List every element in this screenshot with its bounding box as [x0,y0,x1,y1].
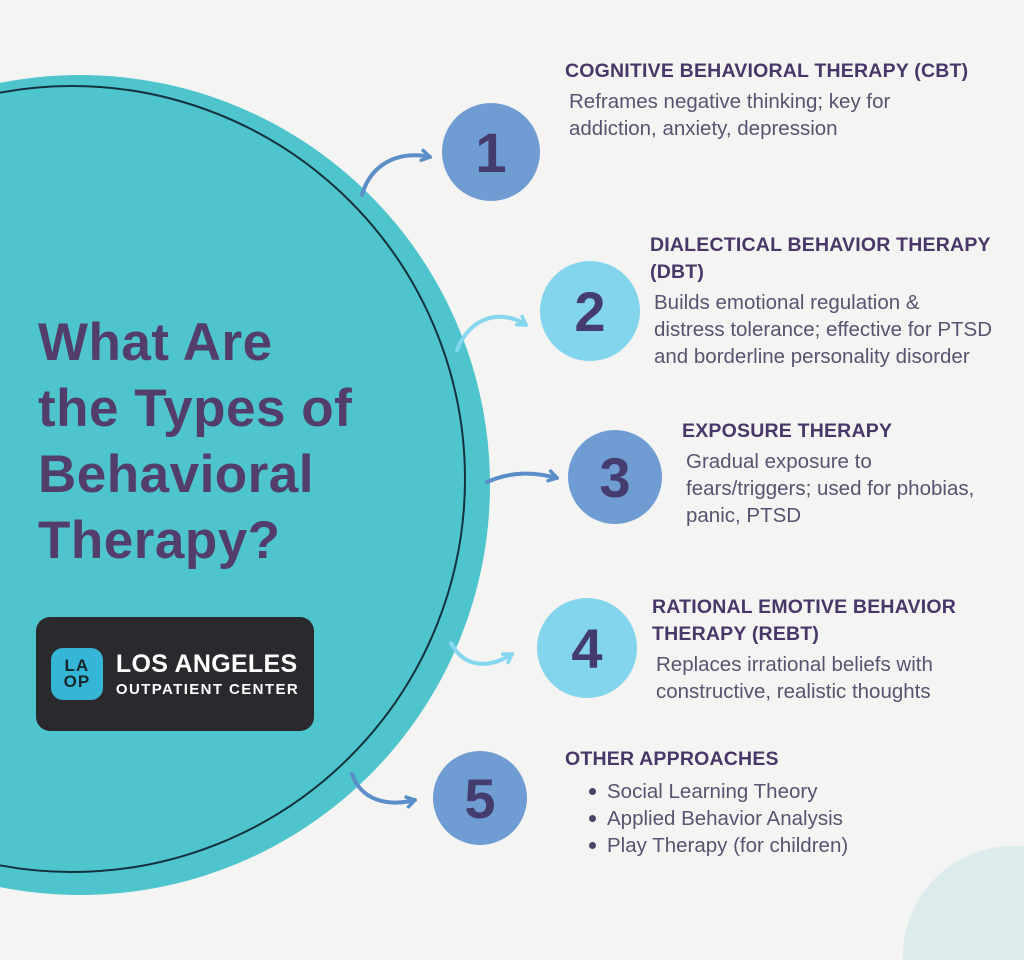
step-2-body: Builds emotional regulation & distress t… [650,289,1024,370]
laop-logo: LA OP LOS ANGELES OUTPATIENT CENTER [36,617,314,731]
arrow-step-4 [449,641,514,666]
arrow-step-5 [350,772,417,809]
step-5-bullet-list: Social Learning Theory Applied Behavior … [565,778,995,859]
laop-logo-icon: LA OP [50,648,103,700]
step-1-text: COGNITIVE BEHAVIORAL THERAPY (CBT) Refra… [565,58,1024,142]
body-line: and borderline personality disorder [654,345,970,368]
logo-subname: OUTPATIENT CENTER [115,681,300,698]
step-3-heading: EXPOSURE THERAPY [682,420,893,442]
body-line: addiction, anxiety, depression [569,117,838,140]
title-line: What Are [38,313,273,372]
bullet-text: Applied Behavior Analysis [607,807,843,830]
step-1-heading: COGNITIVE BEHAVIORAL THERAPY (CBT) [565,60,969,82]
bullet-text: Social Learning Theory [607,780,818,803]
step-circle-2: 2 [540,261,640,361]
step-number-2: 2 [574,279,606,343]
step-circle-5: 5 [433,751,527,845]
step-number-3: 3 [599,445,631,509]
step-5-heading: OTHER APPROACHES [565,748,779,770]
bullet-item: Social Learning Theory [565,778,995,805]
step-4-heading: THERAPY (REBT) [652,623,820,645]
arrow-step-2 [455,314,528,352]
step-4-heading: RATIONAL EMOTIVE BEHAVIOR [652,596,957,618]
bullet-text: Play Therapy (for children) [607,834,849,857]
logo-wordmark: LOS ANGELES OUTPATIENT CENTER [116,650,299,698]
title-line: the Types of [38,379,353,438]
logo-icon-text-top: LA [64,656,90,675]
body-line: fears/triggers; used for phobias, [686,477,975,500]
step-2-text: DIALECTICAL BEHAVIOR THERAPY (DBT) Build… [650,232,1024,370]
body-line: Builds emotional regulation & [654,291,920,314]
bullet-dot-icon [589,842,596,849]
step-2-heading: (DBT) [650,261,705,283]
body-line: panic, PTSD [686,504,802,527]
step-1-body: Reframes negative thinking; key for addi… [565,88,1024,142]
body-line: Gradual exposure to [686,450,872,473]
step-number-4: 4 [571,616,603,680]
step-number-5: 5 [464,766,496,830]
arrow-step-3 [485,469,559,484]
step-2-heading: DIALECTICAL BEHAVIOR THERAPY [650,234,991,256]
body-line: Reframes negative thinking; key for [569,90,891,113]
logo-name: LOS ANGELES [115,650,298,678]
step-3-text: EXPOSURE THERAPY Gradual exposure to fea… [682,418,1024,529]
step-4-text: RATIONAL EMOTIVE BEHAVIOR THERAPY (REBT)… [652,594,1022,705]
body-line: Replaces irrational beliefs with [656,653,933,676]
body-line: distress tolerance; effective for PTSD [654,318,993,341]
logo-icon-text-bottom: OP [63,672,91,691]
step-circle-3: 3 [568,430,662,524]
step-3-body: Gradual exposure to fears/triggers; used… [682,448,1024,529]
title-line: Behavioral [38,445,315,504]
arrow-step-1 [360,148,432,197]
body-line: constructive, realistic thoughts [656,680,931,703]
step-circle-4: 4 [537,598,637,698]
step-number-1: 1 [475,120,507,184]
step-circle-1: 1 [442,103,540,201]
bullet-item: Applied Behavior Analysis [565,805,995,832]
bullet-dot-icon [589,815,596,822]
step-5-text: OTHER APPROACHES Social Learning Theory … [565,746,995,859]
bullet-dot-icon [589,788,596,795]
step-4-body: Replaces irrational beliefs with constru… [652,651,1022,705]
title-line: Therapy? [38,511,281,570]
page-title: What Are the Types of Behavioral Therapy… [38,310,352,574]
bullet-item: Play Therapy (for children) [565,832,995,859]
